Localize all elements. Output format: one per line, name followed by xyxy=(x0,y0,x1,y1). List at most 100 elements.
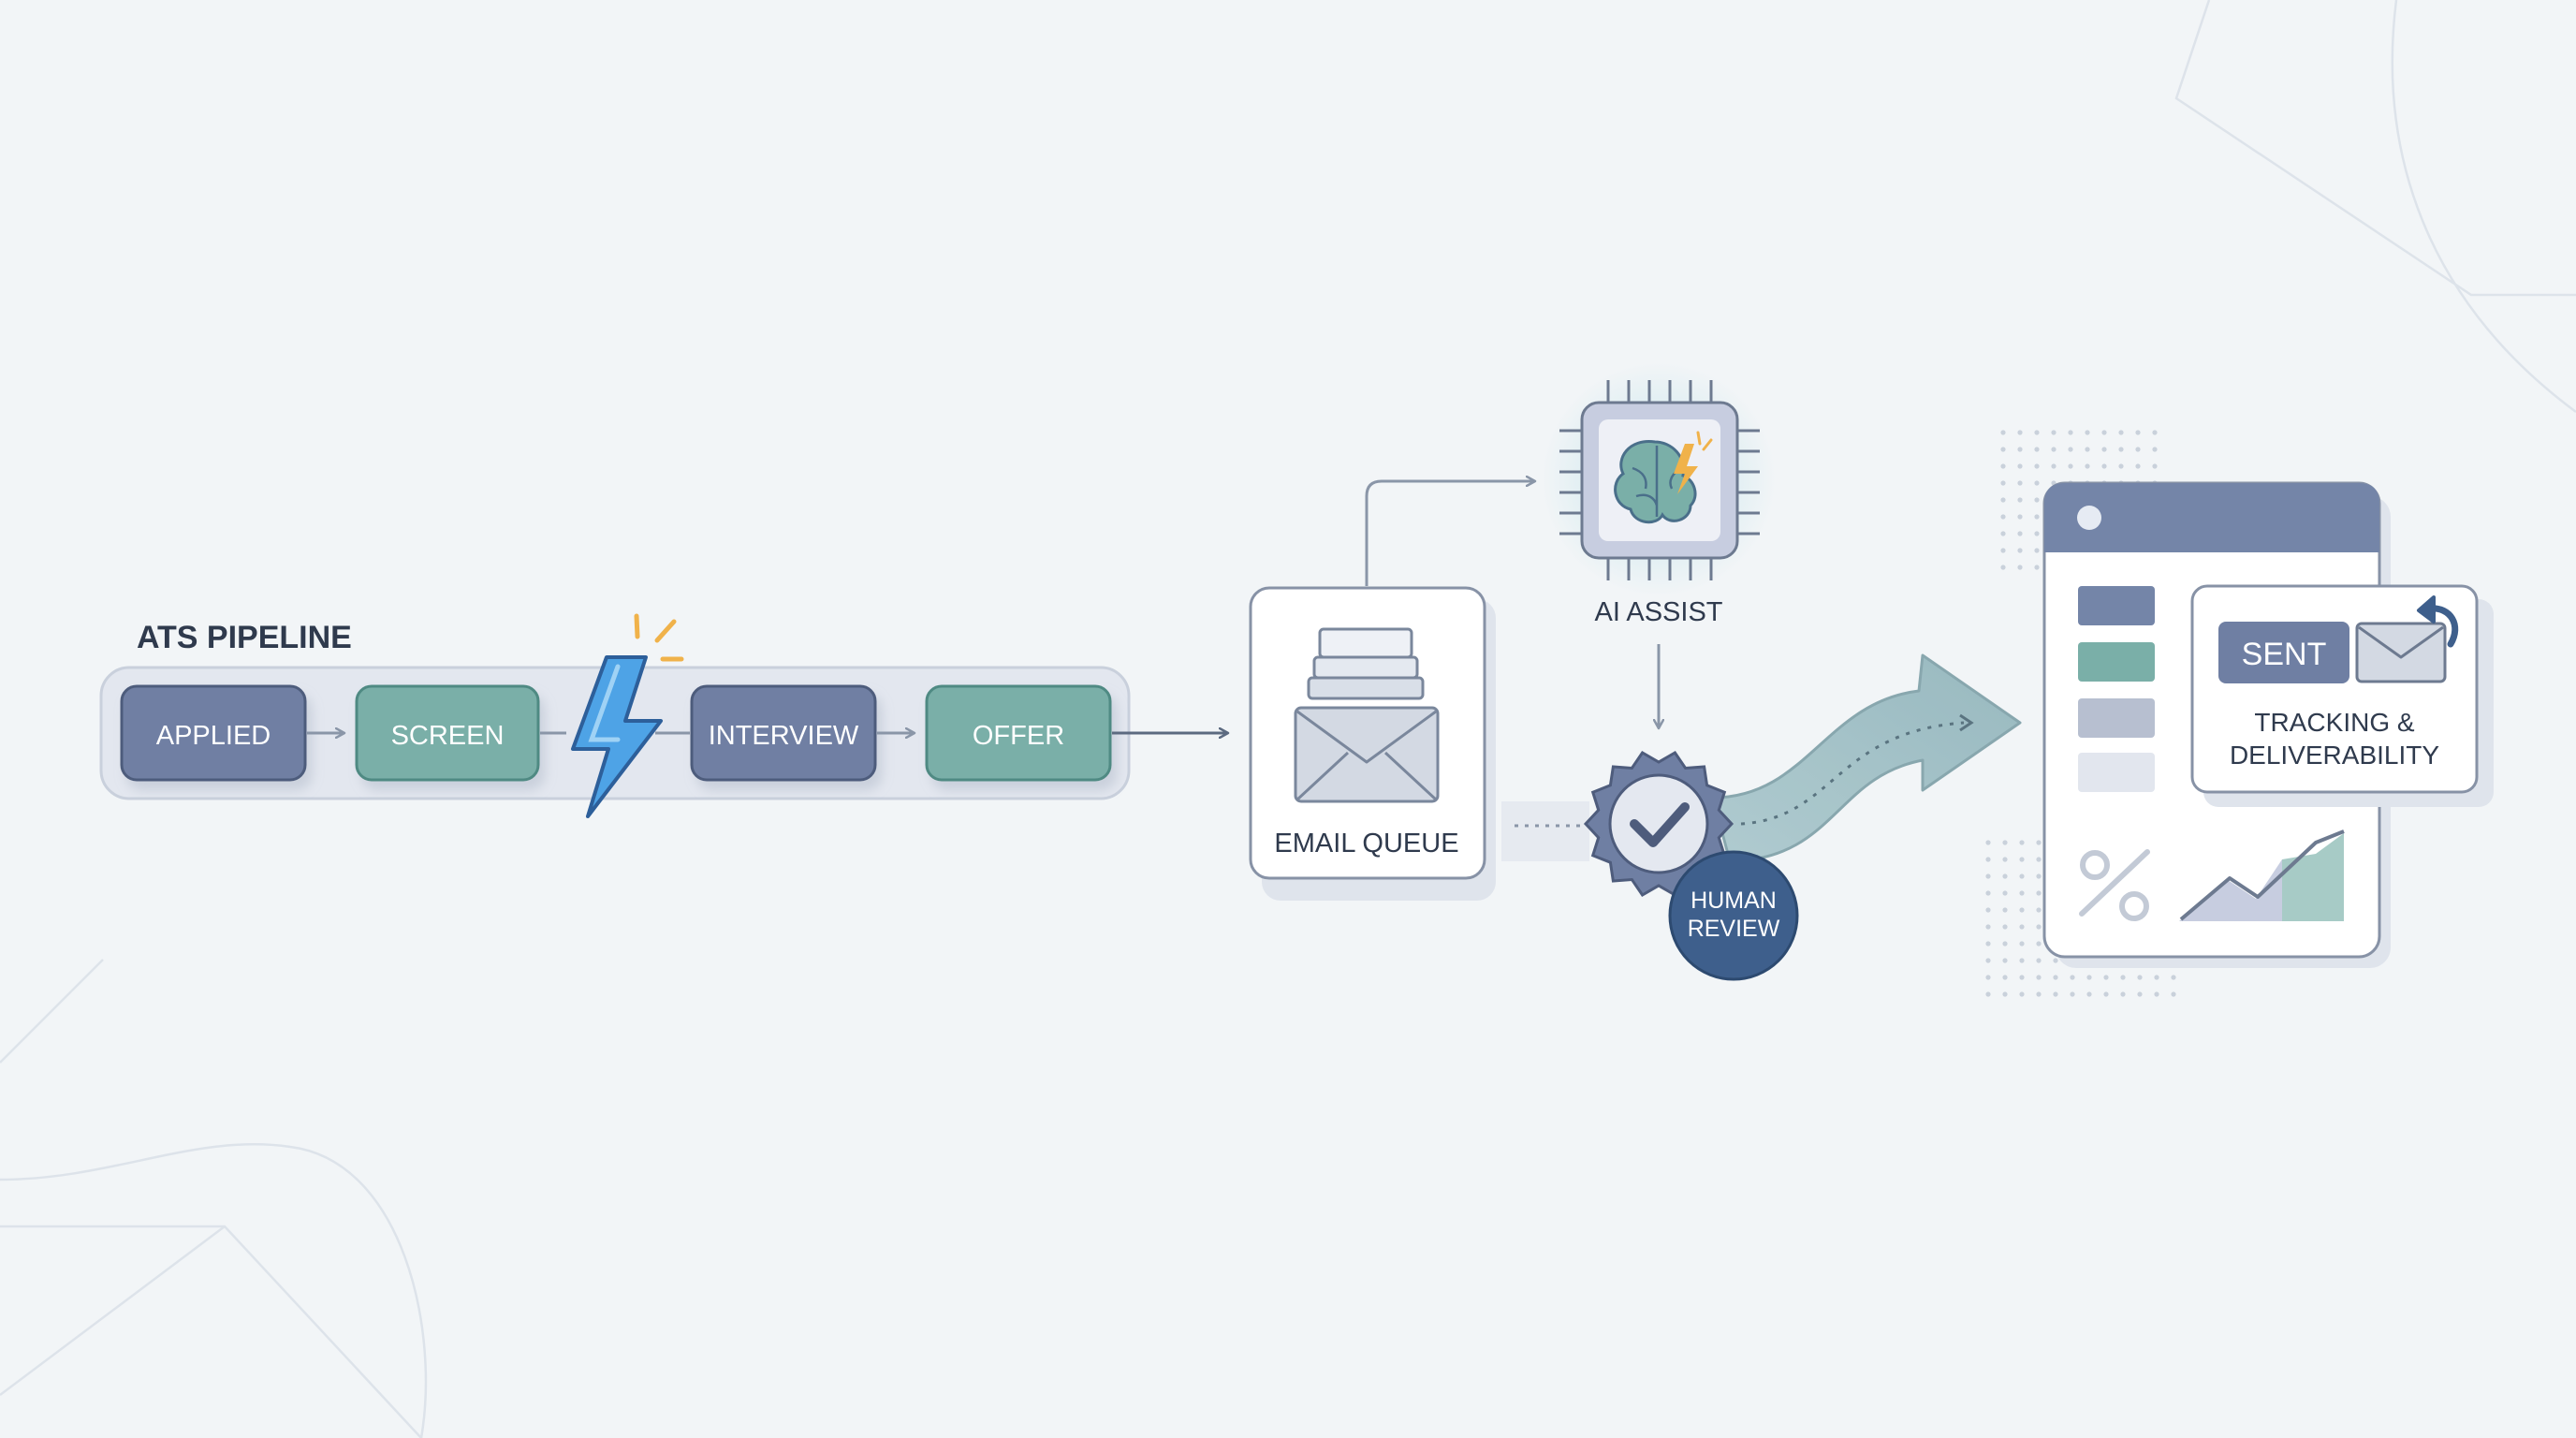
percent-icon xyxy=(2079,849,2150,921)
dot xyxy=(2017,480,2023,486)
dot xyxy=(2017,514,2023,520)
stage-applied[interactable] xyxy=(120,684,307,782)
dot xyxy=(2135,463,2141,469)
dot xyxy=(2120,975,2126,980)
dot xyxy=(2103,991,2109,997)
dot xyxy=(2036,857,2042,862)
dot xyxy=(2171,975,2176,980)
email-queue-label: EMAIL QUEUE xyxy=(1274,829,1458,858)
dot xyxy=(2137,991,2143,997)
dot xyxy=(2051,447,2056,452)
dot xyxy=(2017,531,2023,536)
dot xyxy=(2034,430,2040,435)
flow-arrow xyxy=(1711,653,2022,863)
dashboard-bars xyxy=(2078,586,2155,792)
dot xyxy=(2019,958,2025,963)
dot xyxy=(2002,991,2008,997)
dot xyxy=(2086,975,2092,980)
dot xyxy=(2103,975,2109,980)
dot xyxy=(2068,447,2073,452)
dot xyxy=(2036,890,2042,896)
stage-screen-label: SCREEN xyxy=(391,721,505,751)
dot xyxy=(2019,873,2025,879)
dot xyxy=(2085,447,2090,452)
ai-assist-label: AI ASSIST xyxy=(1595,597,1723,627)
undo-arrow-icon xyxy=(2417,595,2459,648)
dot xyxy=(2019,840,2025,845)
spark-icon xyxy=(634,613,684,662)
human-review-line2: REVIEW xyxy=(1688,916,1780,942)
stage-applied-label: APPLIED xyxy=(156,721,271,751)
dot xyxy=(2017,430,2023,435)
dot xyxy=(2000,480,2006,486)
dot xyxy=(2019,907,2025,913)
dot xyxy=(2019,991,2025,997)
human-review-badge[interactable] xyxy=(1668,850,1799,981)
dot xyxy=(2019,975,2025,980)
dot xyxy=(2086,991,2092,997)
dot xyxy=(2051,430,2056,435)
dot xyxy=(2019,941,2025,946)
dot xyxy=(2002,890,2008,896)
dot xyxy=(2135,447,2141,452)
dot xyxy=(2152,447,2158,452)
dot xyxy=(2068,430,2073,435)
tracking-card[interactable] xyxy=(2190,584,2494,807)
dot xyxy=(2034,565,2040,570)
dot xyxy=(2019,924,2025,930)
sent-badge xyxy=(2218,622,2349,683)
dot xyxy=(2017,497,2023,503)
dot xyxy=(2002,975,2008,980)
dot xyxy=(2017,447,2023,452)
dot xyxy=(2068,463,2073,469)
dot xyxy=(2085,430,2090,435)
stage-interview[interactable] xyxy=(690,684,877,782)
sent-label: SENT xyxy=(2242,637,2327,672)
dot xyxy=(2034,531,2040,536)
human-review-line1: HUMAN xyxy=(1690,888,1777,914)
dot xyxy=(2101,447,2107,452)
dot xyxy=(2070,975,2075,980)
stage-offer[interactable] xyxy=(925,684,1112,782)
dot xyxy=(1985,941,1991,946)
dot xyxy=(2000,548,2006,553)
dot xyxy=(2002,941,2008,946)
dot xyxy=(2034,480,2040,486)
dot xyxy=(1985,958,1991,963)
dot xyxy=(1985,907,1991,913)
envelope-stack-icon xyxy=(1294,627,1440,803)
dot xyxy=(1985,857,1991,862)
dot xyxy=(2118,447,2124,452)
brain-chip-icon xyxy=(1580,401,1739,560)
stage-interview-label: INTERVIEW xyxy=(709,721,859,751)
dot xyxy=(2101,463,2107,469)
dot xyxy=(2002,924,2008,930)
dot xyxy=(2036,991,2042,997)
chip-pins xyxy=(1559,380,1760,580)
dot xyxy=(2034,548,2040,553)
dot xyxy=(2019,857,2025,862)
dot xyxy=(2002,873,2008,879)
dot xyxy=(2053,991,2058,997)
dot xyxy=(2036,840,2042,845)
dot xyxy=(2000,497,2006,503)
dot xyxy=(1985,991,1991,997)
dot xyxy=(2137,975,2143,980)
stage-screen[interactable] xyxy=(355,684,540,782)
dot xyxy=(2070,991,2075,997)
dot xyxy=(2034,514,2040,520)
dot xyxy=(2101,430,2107,435)
dot xyxy=(2036,924,2042,930)
dot xyxy=(2118,463,2124,469)
pipeline-title: ATS PIPELINE xyxy=(137,620,352,655)
dot xyxy=(2135,430,2141,435)
dot xyxy=(1985,924,1991,930)
dot xyxy=(2154,975,2159,980)
dot xyxy=(2002,958,2008,963)
flow-arrow-dotted-head xyxy=(1959,713,1974,732)
dot xyxy=(2051,463,2056,469)
dot xyxy=(2017,548,2023,553)
dot xyxy=(2152,430,2158,435)
